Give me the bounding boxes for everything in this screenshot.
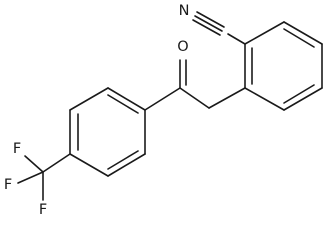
bond-ring-b5-b6 bbox=[107, 153, 146, 177]
bond-ring-a4-a5 bbox=[283, 87, 323, 111]
bond-ring-b4-b5 bbox=[69, 153, 109, 177]
bond-ring-to-methylene bbox=[208, 87, 246, 109]
bond-ring-a2-a3 bbox=[283, 21, 323, 45]
nitrile-group: N bbox=[179, 3, 246, 45]
nitrile-nitrogen-label: N bbox=[179, 3, 190, 19]
trifluoromethylphenyl-ring bbox=[69, 87, 146, 177]
carbonyl-oxygen-label: O bbox=[177, 39, 188, 55]
bond-methylene-to-carbonyl bbox=[179, 87, 210, 109]
bond-triple-cn-3 bbox=[192, 19, 221, 36]
bond-cf3-to-fluorine-top bbox=[24, 155, 44, 173]
bond-triple-cn-2 bbox=[196, 11, 225, 28]
bond-ring-a1-a2 bbox=[244, 21, 285, 45]
bond-ring-a5-a6 bbox=[244, 87, 285, 111]
chemical-structure-diagram: N O F F F bbox=[4, 3, 323, 218]
fluorine-left-label: F bbox=[4, 177, 12, 193]
bond-carbonyl-to-aryl bbox=[144, 87, 181, 111]
fluorine-bottom-label: F bbox=[39, 202, 47, 218]
bond-triple-cn-1 bbox=[194, 15, 223, 32]
bond-ring-to-nitrile-carbon bbox=[227, 33, 246, 45]
bond-ring-b2-b3 bbox=[69, 87, 109, 111]
bond-ring-inner-double-6 bbox=[107, 150, 139, 170]
bond-ring-b1-b2 bbox=[107, 87, 146, 111]
benzonitrile-ring bbox=[244, 21, 323, 111]
bond-ring-inner-double-4 bbox=[107, 94, 139, 114]
bond-ring-inner-double-1 bbox=[283, 28, 315, 48]
fluorine-top-label: F bbox=[13, 141, 21, 157]
bond-ring-to-cf3-carbon bbox=[42, 153, 71, 173]
bond-ring-inner-double-2 bbox=[283, 84, 315, 104]
keto-methylene-linker: O bbox=[144, 39, 246, 111]
bond-cf3-to-fluorine-left bbox=[17, 171, 44, 184]
trifluoromethyl-group: F F F bbox=[4, 141, 71, 218]
